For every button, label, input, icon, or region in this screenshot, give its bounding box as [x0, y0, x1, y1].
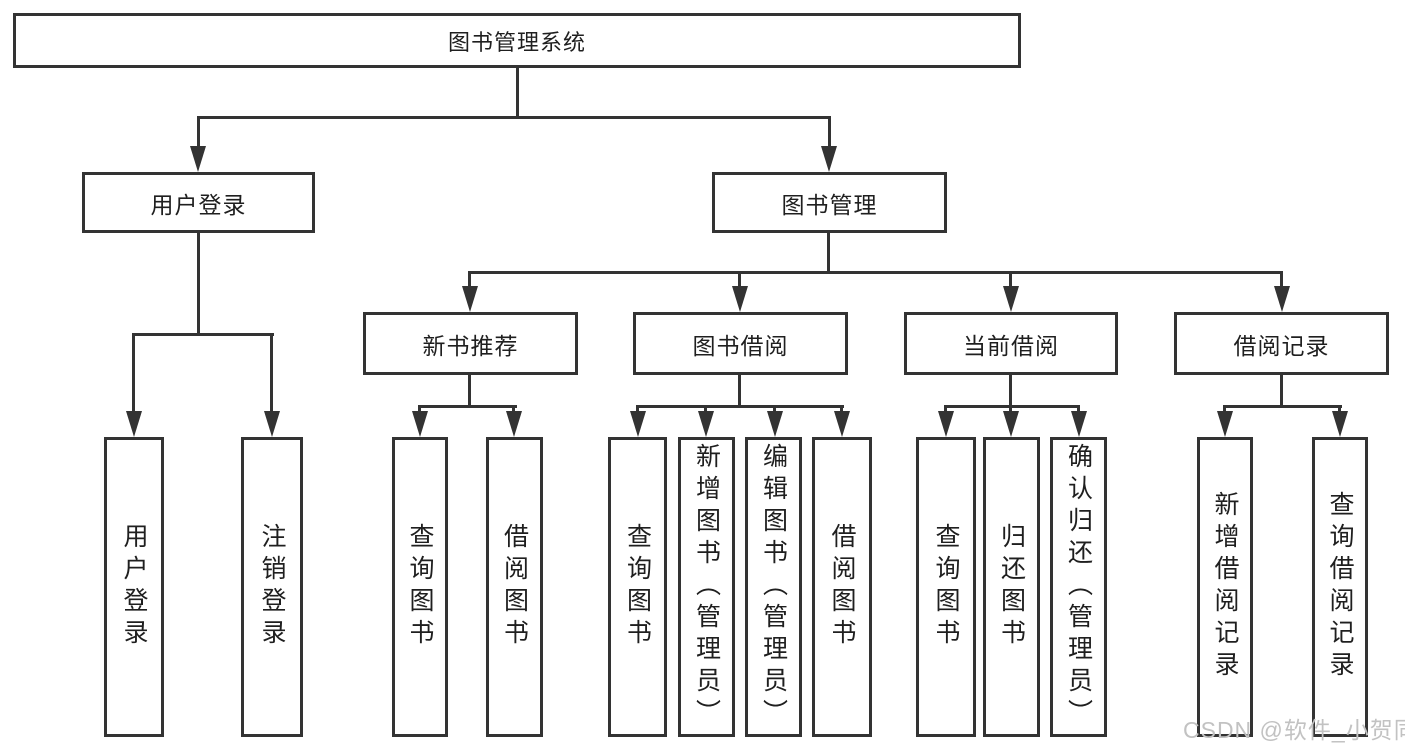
- connector-userlogin-hbar: [132, 333, 274, 336]
- connector-m3-drop-3: [1077, 407, 1080, 413]
- connector-userlogin-drop-1: [132, 335, 135, 413]
- leaf-query-book-3: 查询图书: [916, 437, 976, 737]
- node-borrow-records: 借阅记录: [1174, 312, 1389, 375]
- connector-m2-drop-2: [704, 407, 707, 413]
- connector-m1-drop-2: [512, 407, 515, 413]
- connector-bookmgmt-hbar: [468, 271, 1283, 274]
- connector-bookmgmt-drop-2: [738, 273, 741, 288]
- connector-m2-hbar: [636, 405, 844, 408]
- node-book-borrow: 图书借阅: [633, 312, 848, 375]
- arrow-down-icon: [1217, 411, 1233, 437]
- connector-m2-drop-4: [840, 407, 843, 413]
- arrow-down-icon: [1003, 411, 1019, 437]
- connector-m4-hbar: [1223, 405, 1342, 408]
- connector-root-drop-left: [197, 118, 200, 148]
- connector-m4-drop-1: [1223, 407, 1226, 413]
- connector-m1-stem: [468, 375, 471, 408]
- leaf-confirm-return-admin: 确认归还（管理员）: [1050, 437, 1107, 737]
- node-new-book-recommend: 新书推荐: [363, 312, 578, 375]
- connector-userlogin-stem: [197, 233, 200, 335]
- connector-root-drop-right: [828, 118, 831, 148]
- arrow-down-icon: [698, 411, 714, 437]
- leaf-edit-book-admin: 编辑图书（管理员）: [745, 437, 802, 737]
- arrow-down-icon: [1003, 286, 1019, 312]
- leaf-logout: 注销登录: [241, 437, 303, 737]
- arrow-down-icon: [412, 411, 428, 437]
- node-root: 图书管理系统: [13, 13, 1021, 68]
- arrow-down-icon: [126, 411, 142, 437]
- connector-m1-drop-1: [418, 407, 421, 413]
- leaf-query-book-1: 查询图书: [392, 437, 448, 737]
- connector-root-stem: [516, 68, 519, 118]
- node-book-management: 图书管理: [712, 172, 947, 233]
- connector-bookmgmt-drop-3: [1009, 273, 1012, 288]
- connector-m2-drop-3: [773, 407, 776, 413]
- node-current-borrow: 当前借阅: [904, 312, 1118, 375]
- leaf-add-borrow-record: 新增借阅记录: [1197, 437, 1253, 737]
- connector-m2-stem: [738, 375, 741, 408]
- watermark-text: CSDN @软件_小贺同学: [1183, 717, 1405, 743]
- leaf-user-login: 用户登录: [104, 437, 164, 737]
- arrow-down-icon: [1071, 411, 1087, 437]
- connector-m3-hbar: [944, 405, 1080, 408]
- arrow-down-icon: [1274, 286, 1290, 312]
- connector-m1-hbar: [418, 405, 517, 408]
- arrow-down-icon: [506, 411, 522, 437]
- connector-userlogin-drop-2: [270, 335, 273, 413]
- connector-root-hbar: [197, 116, 831, 119]
- connector-bookmgmt-drop-1: [468, 273, 471, 288]
- connector-m3-stem: [1009, 375, 1012, 408]
- connector-m3-drop-1: [944, 407, 947, 413]
- leaf-return-book: 归还图书: [983, 437, 1040, 737]
- arrow-down-icon: [732, 286, 748, 312]
- connector-bookmgmt-drop-4: [1280, 273, 1283, 288]
- connector-m4-drop-2: [1338, 407, 1341, 413]
- connector-bookmgmt-stem: [827, 233, 830, 273]
- arrow-down-icon: [821, 146, 837, 172]
- arrow-down-icon: [767, 411, 783, 437]
- leaf-query-book-2: 查询图书: [608, 437, 667, 737]
- leaf-add-book-admin: 新增图书（管理员）: [678, 437, 735, 737]
- arrow-down-icon: [1332, 411, 1348, 437]
- connector-m3-drop-2: [1009, 407, 1012, 413]
- arrow-down-icon: [630, 411, 646, 437]
- arrow-down-icon: [190, 146, 206, 172]
- leaf-borrow-book-2: 借阅图书: [812, 437, 872, 737]
- node-user-login: 用户登录: [82, 172, 315, 233]
- leaf-borrow-book-1: 借阅图书: [486, 437, 543, 737]
- arrow-down-icon: [264, 411, 280, 437]
- arrow-down-icon: [834, 411, 850, 437]
- connector-m4-stem: [1280, 375, 1283, 408]
- arrow-down-icon: [462, 286, 478, 312]
- connector-m2-drop-1: [636, 407, 639, 413]
- arrow-down-icon: [938, 411, 954, 437]
- leaf-query-borrow-record: 查询借阅记录: [1312, 437, 1368, 737]
